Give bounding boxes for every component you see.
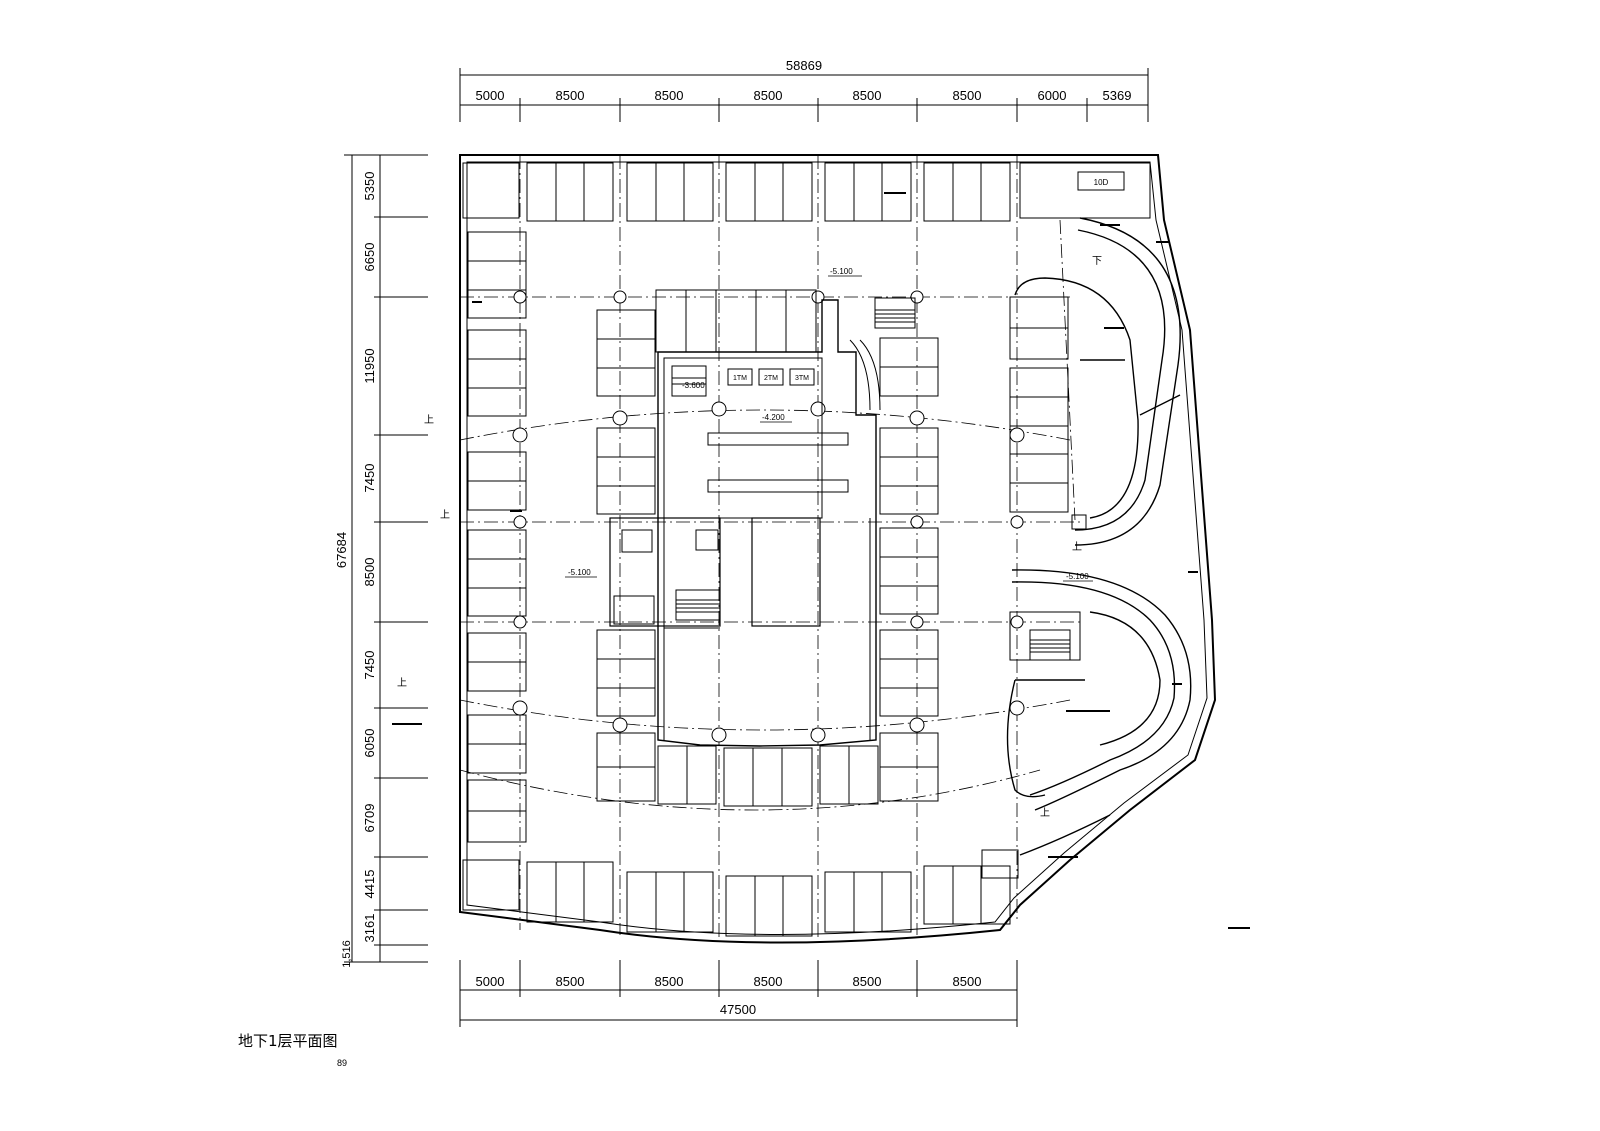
- bottom-dim-5: 8500: [953, 974, 982, 989]
- top-dim-7: 5369: [1103, 88, 1132, 103]
- left-dim-6: 6050: [362, 729, 377, 758]
- up-marker-3: 上: [397, 677, 407, 689]
- level-core-center: -4.200: [762, 413, 785, 422]
- top-dimension-chain: [459, 68, 1149, 122]
- up-marker-4: 上: [1040, 807, 1050, 819]
- stair-hatching: [613, 297, 1071, 661]
- parking-stalls: [462, 162, 1151, 937]
- direction-markers: 上 上 上 上 上 下: [397, 256, 1102, 819]
- top-dim-1: 8500: [556, 88, 585, 103]
- bottom-dim-0: 5000: [476, 974, 505, 989]
- top-dim-4: 8500: [853, 88, 882, 103]
- up-marker-2: 上: [440, 509, 450, 521]
- bottom-dim-4: 8500: [853, 974, 882, 989]
- elevator-2: [758, 368, 784, 386]
- left-total-dimension: 67684: [334, 532, 349, 568]
- left-dim-7: 6709: [362, 804, 377, 833]
- central-core: [609, 299, 877, 747]
- elevator-1: [727, 368, 753, 386]
- left-dimension-chain: [344, 154, 428, 963]
- elevator-3: [789, 368, 815, 386]
- level-annotations: -5.100 -3.600 -4.200 -5.100 -5.100: [568, 267, 1089, 581]
- up-marker-5: 上: [1072, 541, 1082, 553]
- left-dim-2: 11950: [362, 348, 377, 383]
- left-dim-5: 7450: [362, 651, 377, 680]
- top-dim-2: 8500: [655, 88, 684, 103]
- page-number: 89: [337, 1058, 348, 1068]
- bottom-dim-1: 8500: [556, 974, 585, 989]
- level-ramp-top: -5.100: [830, 267, 853, 276]
- down-marker-1: 下: [1092, 256, 1102, 267]
- top-dim-0: 5000: [476, 88, 505, 103]
- bottom-dimension-chain: [459, 960, 1018, 1027]
- minor-annotations: [392, 192, 1250, 929]
- level-east-ramp: -5.100: [1066, 572, 1089, 581]
- column-markers: [512, 290, 1025, 743]
- box-label-10d: 10D: [1094, 178, 1109, 187]
- top-dim-3: 8500: [754, 88, 783, 103]
- left-dim-4: 8500: [362, 558, 377, 587]
- top-dim-6: 6000: [1038, 88, 1067, 103]
- bottom-segment-labels: 5000 8500 8500 8500 8500 8500: [476, 974, 982, 989]
- left-segment-labels: 5350 6650 11950 7450 8500 7450 6050 6709…: [341, 172, 377, 968]
- bottom-dim-3: 8500: [754, 974, 783, 989]
- bottom-total-dimension: 47500: [720, 1002, 756, 1017]
- left-dim-8: 4415: [362, 870, 377, 899]
- top-total-dimension: 58869: [786, 58, 822, 73]
- left-dim-10: 1,516: [341, 940, 353, 968]
- top-segment-labels: 5000 8500 8500 8500 8500 8500 6000 5369: [476, 88, 1132, 103]
- left-dim-1: 6650: [362, 243, 377, 272]
- top-dim-5: 8500: [953, 88, 982, 103]
- up-marker-1: 上: [424, 414, 434, 426]
- elevator-1-label: 1TM: [733, 375, 747, 382]
- drawing-title: 地下1层平面图: [238, 1032, 338, 1050]
- structural-grid: [459, 155, 1080, 940]
- bottom-dim-2: 8500: [655, 974, 684, 989]
- left-dim-0: 5350: [362, 172, 377, 201]
- elevator-2-label: 2TM: [764, 375, 778, 382]
- level-west-zone: -5.100: [568, 568, 591, 577]
- left-dim-3: 7450: [362, 464, 377, 493]
- elevator-bank: 1TM 2TM 3TM: [727, 368, 815, 386]
- level-lift-lobby: -3.600: [682, 381, 705, 390]
- left-dim-9: 3161: [362, 914, 377, 943]
- service-rooms: [981, 171, 1125, 879]
- level-markers: [565, 275, 1093, 582]
- east-ramps: [1006, 217, 1192, 856]
- elevator-3-label: 3TM: [795, 375, 809, 382]
